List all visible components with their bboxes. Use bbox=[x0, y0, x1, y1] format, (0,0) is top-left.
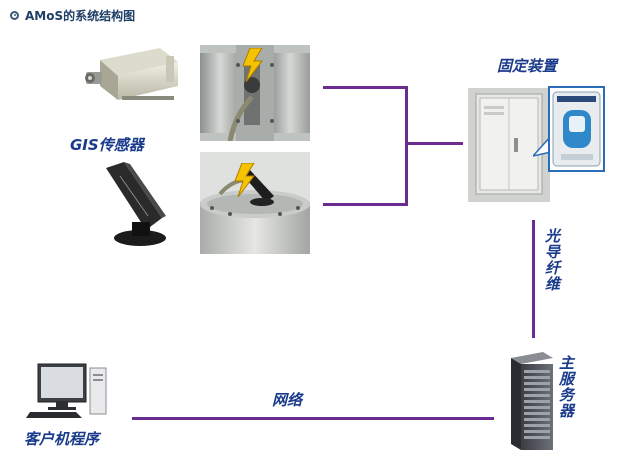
gis-installation-photo-1 bbox=[200, 45, 310, 141]
cabinet-icon bbox=[468, 88, 550, 202]
main-server-label: 主服务器 bbox=[557, 355, 575, 419]
network-label: 网络 bbox=[272, 391, 303, 409]
optical-fiber-line bbox=[532, 220, 535, 338]
network-line bbox=[132, 417, 494, 420]
connection-line-vertical bbox=[405, 86, 408, 206]
server-rack-icon bbox=[503, 352, 555, 450]
connection-line-top bbox=[323, 86, 408, 89]
title-bullet-icon bbox=[10, 10, 19, 20]
gis-sensor-label: GIS传感器 bbox=[70, 136, 144, 154]
antenna-sensor-icon bbox=[96, 160, 176, 250]
desktop-computer-icon bbox=[26, 360, 112, 420]
fixed-device-label: 固定装置 bbox=[497, 57, 558, 75]
client-program-label: 客户机程序 bbox=[24, 430, 100, 448]
gis-installation-photo-2 bbox=[200, 152, 310, 254]
connection-line-bottom bbox=[323, 203, 408, 206]
optical-fiber-label: 光导纤维 bbox=[543, 228, 561, 292]
lightning-icon bbox=[232, 163, 258, 197]
lightning-icon bbox=[240, 48, 266, 82]
title-text: AMoS的系统结构图 bbox=[25, 8, 136, 23]
monitor-panel-icon bbox=[533, 86, 605, 172]
sensor-device-icon bbox=[82, 42, 182, 112]
diagram-title: AMoS的系统结构图 bbox=[10, 6, 135, 24]
connection-line-to-device bbox=[405, 142, 463, 145]
